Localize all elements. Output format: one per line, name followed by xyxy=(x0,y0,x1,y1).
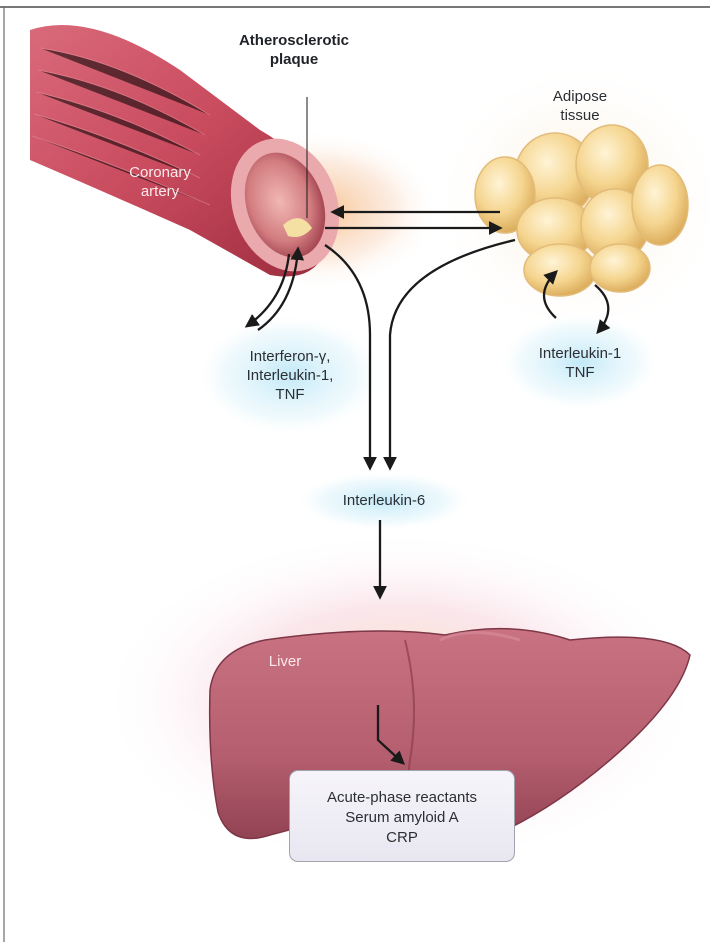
adipose-tissue-label-line-2: tissue xyxy=(520,106,640,125)
label-adipose-tissue: Adipose tissue xyxy=(520,87,640,125)
label-adipose-cytokines: Interleukin-1 TNF xyxy=(500,344,660,382)
reactants-line-1: Acute-phase reactants xyxy=(289,788,515,808)
adipose-cytokine-line-2: TNF xyxy=(500,363,660,382)
label-plaque-cytokines: Interferon-γ, Interleukin-1, TNF xyxy=(200,347,380,404)
adipose-tissue-label-line-1: Adipose xyxy=(520,87,640,106)
plaque-cytokine-line-1: Interferon-γ, xyxy=(200,347,380,366)
label-interleukin6: Interleukin-6 xyxy=(304,491,464,510)
label-coronary-artery: Coronary artery xyxy=(100,163,220,201)
label-liver: Liver xyxy=(245,652,325,671)
plaque-cytokine-line-2: Interleukin-1, xyxy=(200,366,380,385)
adipose-cytokine-line-1: Interleukin-1 xyxy=(500,344,660,363)
coronary-artery-label-line-1: Coronary xyxy=(100,163,220,182)
label-atherosclerotic-plaque: Atherosclerotic plaque xyxy=(229,31,359,69)
plaque-label-line-2: plaque xyxy=(229,50,359,69)
plaque-cytokine-line-3: TNF xyxy=(200,385,380,404)
reactants-line-2: Serum amyloid A xyxy=(289,808,515,828)
reactants-line-3: CRP xyxy=(289,828,515,848)
coronary-artery-label-line-2: artery xyxy=(100,182,220,201)
label-acute-phase-reactants: Acute-phase reactants Serum amyloid A CR… xyxy=(289,788,515,848)
plaque-label-line-1: Atherosclerotic xyxy=(229,31,359,50)
